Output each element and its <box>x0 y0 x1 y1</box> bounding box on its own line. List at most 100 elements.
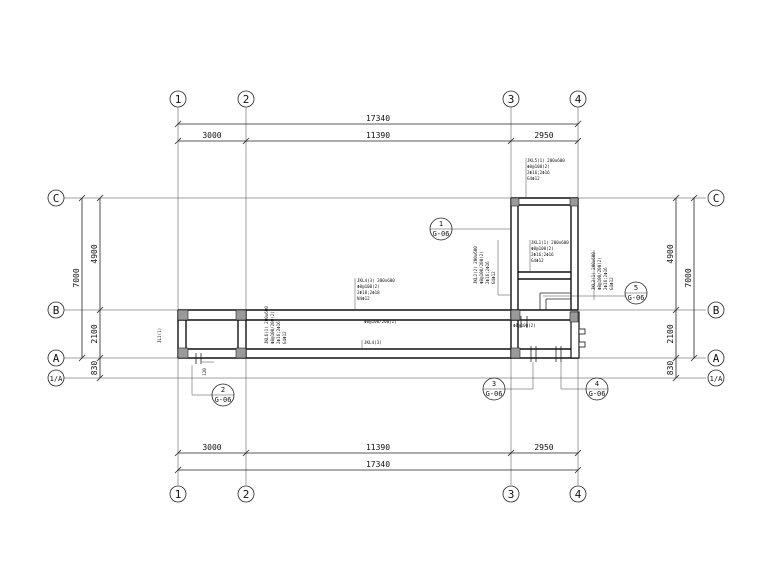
jkl4-line-4: N4Φ12 <box>357 296 370 301</box>
detail-ref-1-number: 1 <box>439 220 443 228</box>
axis-b-right: B <box>713 304 720 317</box>
beam-annotation-jkl3: JKL3(1) 200x600 Φ8@100/200(2) 2Φ16;2Φ16 … <box>591 250 614 300</box>
jkl2-line-1: JKL2(2) 200x600 <box>473 246 478 284</box>
axis-1-top: 1 <box>175 93 182 106</box>
jkl5-line-1: JKL5(1) 200x600 <box>527 158 565 163</box>
axis-bubbles-left: C B A 1/A <box>47 189 65 387</box>
right-dimension-b-c: 4900 <box>666 244 675 263</box>
beam-annotation-jl1: JL1(1) <box>157 328 162 343</box>
detail-ref-3: 3 G-06 <box>482 362 534 401</box>
left-outer-dimension: 7000 <box>72 268 81 287</box>
beam-annotation-right-stirrup: Φ8@100(2) <box>513 323 536 328</box>
detail-ref-5: 5 G-06 <box>543 281 648 305</box>
right-dimension-a-b: 2100 <box>666 324 675 343</box>
column-4-c <box>569 197 579 207</box>
jkl1-line-1: JKL1(1) 200x600 <box>531 240 569 245</box>
column-2-a <box>235 347 247 359</box>
bottom-dimensions: 3000 11390 2950 17340 <box>174 443 582 474</box>
right-dimension-1a-a: 830 <box>666 361 675 376</box>
detail-ref-4: 4 G-06 <box>560 362 609 401</box>
jkl4-line-1: JKL4(3) 300x600 <box>357 278 395 283</box>
jl1-label: JL1(1) <box>157 328 162 343</box>
jkl5-line-4: G4Φ12 <box>527 176 540 181</box>
axis-bubbles-right: C B A 1/A <box>707 189 725 387</box>
jkl4-mid-stirrup: Φ8@100/200(2) <box>364 319 397 324</box>
top-dimensions: 17340 3000 11390 2950 <box>174 114 582 145</box>
columns <box>177 197 579 359</box>
axis-2-bottom: 2 <box>243 488 250 501</box>
right-stirrup-label: Φ8@100(2) <box>513 323 536 328</box>
jkl3-line-4: G4Φ12 <box>609 277 614 290</box>
jkl3-line-1: JKL3(1) 200x600 <box>591 252 596 290</box>
left-dimension-1a-a: 830 <box>90 361 99 376</box>
beam-annotation-jkl6: JKL6(1) 200x600 Φ8@100/200(2) 2Φ16;2Φ16 … <box>264 306 287 344</box>
detail-ref-2-number: 2 <box>221 386 225 394</box>
detail-ref-4-sheet: G-06 <box>589 390 606 398</box>
jkl2-line-3: 2Φ16;2Φ16 <box>485 261 490 284</box>
jkl3-line-2: Φ8@100/200(2) <box>597 257 602 290</box>
axis-4-top: 4 <box>575 93 582 106</box>
bottom-dimension-1-2: 3000 <box>202 443 221 452</box>
right-outer-dimension: 7000 <box>684 268 693 287</box>
axis-3-bottom: 3 <box>508 488 515 501</box>
axis-bubbles-top: 1 2 3 4 <box>169 90 587 108</box>
detail-ref-4-number: 4 <box>595 380 599 388</box>
jkl4-line-2: Φ8@100(2) <box>357 284 380 289</box>
top-dimension-1-2: 3000 <box>202 131 221 140</box>
detail-ref-3-number: 3 <box>492 380 496 388</box>
jkl4-line-3: 2Φ18;2Φ18 <box>357 290 380 295</box>
offset-dimension: 120 <box>202 368 207 376</box>
column-1-a <box>177 347 189 359</box>
bottom-dimension-3-4: 2950 <box>534 443 553 452</box>
jkl4-span-label: JKL4(3) <box>364 340 382 345</box>
column-3-c <box>510 197 520 207</box>
jkl5-line-2: Φ8@100(2) <box>527 164 550 169</box>
jkl2-line-4: G4Φ12 <box>491 271 496 284</box>
axis-2-top: 2 <box>243 93 250 106</box>
axis-c-right: C <box>713 192 720 205</box>
column-3-b <box>510 309 521 321</box>
column-1-b <box>177 309 189 321</box>
axis-bubbles-bottom: 1 2 3 4 <box>169 485 587 503</box>
axis-4-bottom: 4 <box>575 488 582 501</box>
axis-a-right: A <box>713 352 720 365</box>
beam-annotation-jkl5: JKL5(1) 200x600 Φ8@100(2) 2Φ16;2Φ16 G4Φ1… <box>525 158 565 198</box>
jkl3-line-3: 2Φ16;2Φ16 <box>603 267 608 290</box>
jkl1-line-2: Φ8@100(2) <box>531 246 554 251</box>
axis-1a-left: 1/A <box>50 375 63 383</box>
jkl1-line-4: G4Φ12 <box>531 258 544 263</box>
bottom-total-dimension: 17340 <box>366 460 390 469</box>
jkl2-line-2: Φ8@100/200(2) <box>479 251 484 284</box>
beam-annotation-jkl2: JKL2(2) 200x600 Φ8@100/200(2) 2Φ16;2Φ16 … <box>473 240 511 296</box>
axis-a-left: A <box>53 352 60 365</box>
detail-ref-2-sheet: G-06 <box>215 396 232 404</box>
axis-b-left: B <box>53 304 60 317</box>
axis-c-left: C <box>53 192 60 205</box>
column-4-b <box>569 311 579 323</box>
left-dimensions: 7000 4900 2100 830 <box>72 194 104 382</box>
detail-ref-5-sheet: G-06 <box>628 294 645 302</box>
detail-ref-1-sheet: G-06 <box>433 230 450 238</box>
top-dimension-2-3: 11390 <box>366 131 390 140</box>
left-dimension-a-b: 2100 <box>90 324 99 343</box>
beam-annotation-jkl1: JKL1(1) 200x600 Φ8@100(2) 2Φ16;2Φ16 G4Φ1… <box>529 240 569 272</box>
bottom-dimension-2-3: 11390 <box>366 443 390 452</box>
detail-ref-5-number: 5 <box>634 284 638 292</box>
detail-ref-3-sheet: G-06 <box>486 390 503 398</box>
axis-1a-right: 1/A <box>710 375 723 383</box>
jkl6-line-3: 2Φ16;2Φ16 <box>276 321 281 344</box>
column-2-b <box>235 309 247 321</box>
detail-ref-2: 2 G-06 <box>191 365 235 407</box>
right-dimensions: 4900 2100 830 7000 <box>666 194 698 382</box>
left-dimension-b-c: 4900 <box>90 244 99 263</box>
jkl6-line-2: Φ8@100/200(2) <box>270 311 275 344</box>
jkl6-line-4: G4Φ12 <box>282 331 287 344</box>
beam-annotation-jkl4: JKL4(3) 300x600 Φ8@100(2) 2Φ18;2Φ18 N4Φ1… <box>354 278 397 349</box>
axis-3-top: 3 <box>508 93 515 106</box>
top-dimension-3-4: 2950 <box>534 131 553 140</box>
jkl5-line-3: 2Φ16;2Φ16 <box>527 170 550 175</box>
section-cuts: 120 <box>195 316 562 376</box>
jkl6-line-1: JKL6(1) 200x600 <box>264 306 269 344</box>
jkl1-line-3: 2Φ16;2Φ16 <box>531 252 554 257</box>
